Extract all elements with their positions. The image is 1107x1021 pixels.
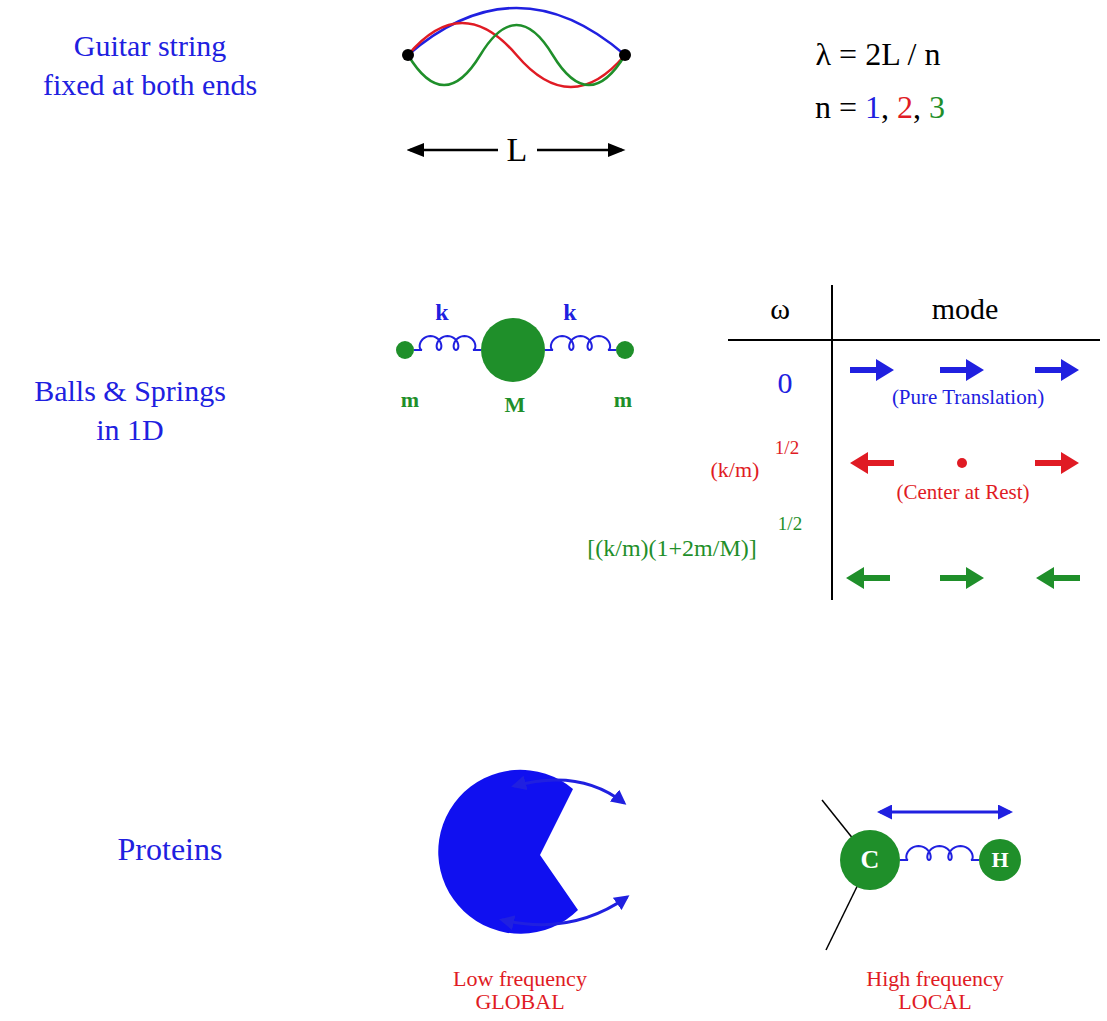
fixed-end — [402, 49, 414, 61]
spring-label: k — [435, 299, 448, 325]
length-arrow — [537, 149, 622, 152]
fixed-end — [619, 49, 631, 61]
atom-symbol: C — [861, 845, 880, 875]
mode-caption: (Center at Rest) — [897, 481, 1030, 504]
exponent: 1/2 — [775, 438, 799, 459]
hinge-arrow — [502, 897, 627, 925]
stretch-arrow — [880, 811, 1010, 814]
formula: n = 1, 2, 3 — [815, 90, 945, 125]
formula: λ = 2L / n — [816, 37, 941, 72]
table-rule — [831, 285, 833, 600]
row-heading: Proteins — [118, 832, 223, 867]
spring — [414, 336, 481, 350]
mode-arrows — [846, 567, 1080, 589]
row-heading: Guitar string fixed at both ends — [43, 26, 257, 104]
mode-caption: (Pure Translation) — [892, 386, 1044, 409]
dimension-label: L — [507, 131, 528, 168]
motion-caption: High frequency LOCAL — [866, 967, 1003, 1013]
atom-symbol: H — [991, 847, 1008, 873]
ball — [396, 341, 414, 359]
rest-dot — [957, 458, 967, 468]
row-heading: Balls & Springs in 1D — [34, 371, 226, 449]
mode-arrow — [850, 359, 894, 381]
mass-label: M — [505, 393, 526, 417]
bond-spring — [900, 846, 979, 860]
mode-arrow — [1035, 359, 1079, 381]
string-mode-2 — [408, 23, 625, 87]
frequency-value: 0 — [778, 366, 793, 399]
exponent: 1/2 — [778, 514, 802, 535]
springs — [414, 336, 616, 350]
mode-arrow — [850, 452, 894, 474]
ball — [481, 318, 545, 382]
motion-caption: Low frequency GLOBAL — [453, 967, 587, 1013]
mode-arrow — [1036, 567, 1080, 589]
mode-arrows — [850, 359, 1079, 381]
mode-arrow — [846, 567, 890, 589]
frequency-value: [(k/m)(1+2m/M)] — [587, 535, 757, 561]
mode-arrow — [940, 359, 984, 381]
table-header: mode — [932, 292, 999, 325]
protein-pacman — [438, 770, 578, 934]
string-mode-1 — [408, 8, 625, 55]
atom-circle: C — [840, 830, 900, 890]
mass-label: m — [401, 388, 419, 412]
atom-circle: H — [979, 839, 1021, 881]
string-mode-3 — [408, 25, 625, 85]
mode-arrow — [940, 567, 984, 589]
mass-label: m — [614, 388, 632, 412]
spring-label: k — [563, 299, 576, 325]
ball — [616, 341, 634, 359]
spring — [545, 336, 616, 350]
frequency-value: (k/m) — [711, 458, 760, 482]
hinge-arrow — [514, 780, 624, 803]
table-header: ω — [770, 292, 790, 325]
mode-arrows — [850, 452, 1079, 474]
length-arrow — [410, 149, 498, 152]
mode-arrow — [1035, 452, 1079, 474]
table-rule — [728, 339, 1100, 341]
